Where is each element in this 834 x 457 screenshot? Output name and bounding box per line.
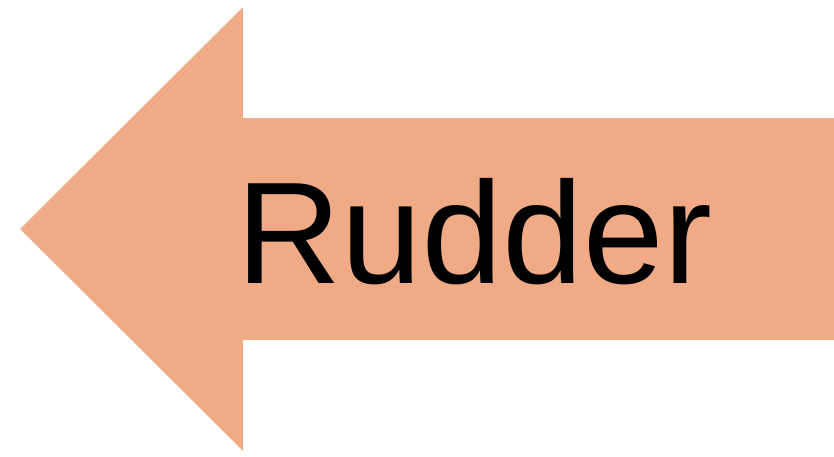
left-arrow-shape [20, 7, 834, 451]
arrow-label: Rudder [236, 152, 712, 314]
